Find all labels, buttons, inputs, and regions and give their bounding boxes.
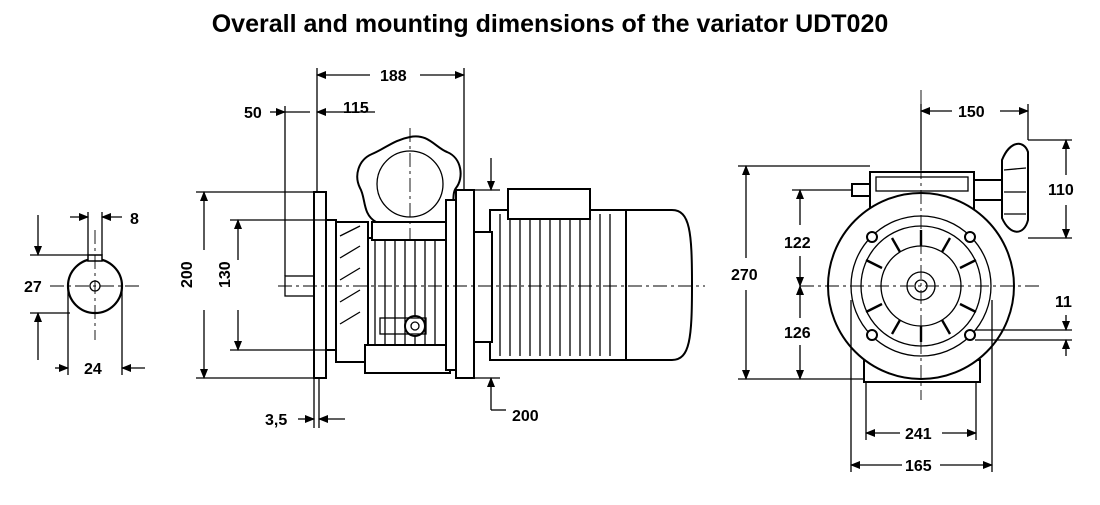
terminal-box bbox=[507, 188, 591, 220]
dim-gear-length: 115 bbox=[343, 100, 369, 117]
dim-overall-height: 270 bbox=[731, 267, 758, 284]
dim-handwheel-diameter: 110 bbox=[1048, 182, 1074, 199]
side-view: 188 50 115 200 130 3,5 200 bbox=[179, 68, 705, 429]
dim-flange-height: 200 bbox=[179, 261, 196, 288]
dim-lower-height: 126 bbox=[784, 325, 811, 342]
dim-shaft-diameter: 24 bbox=[84, 361, 102, 378]
dim-shaft-length: 50 bbox=[244, 105, 262, 122]
front-view: 150 110 270 122 126 11 241 bbox=[731, 90, 1074, 475]
variator-base bbox=[364, 344, 451, 374]
bolt-hole-tl bbox=[866, 231, 878, 243]
shaft-end-view: 8 27 24 bbox=[24, 211, 145, 378]
dim-bolt-hole: 11 bbox=[1055, 294, 1072, 311]
fan-cover bbox=[625, 209, 694, 361]
dim-variator-length: 188 bbox=[380, 68, 407, 85]
motor-flange bbox=[455, 189, 475, 379]
motor-flange-left bbox=[445, 199, 457, 371]
motor-adapter bbox=[473, 231, 493, 343]
bolt-hole-br bbox=[964, 329, 976, 341]
motor-fins bbox=[499, 214, 611, 356]
handwheel-shaft bbox=[973, 179, 1003, 201]
gear-housing bbox=[335, 221, 369, 363]
dim-upper-height: 122 bbox=[784, 235, 811, 252]
dim-spigot-depth: 3,5 bbox=[265, 412, 287, 429]
bolt-hole-bl bbox=[866, 329, 878, 341]
dim-shaft-height: 27 bbox=[24, 279, 42, 296]
diagram-title: Overall and mounting dimensions of the v… bbox=[211, 10, 889, 38]
dim-handwheel-offset: 150 bbox=[958, 104, 985, 121]
spigot bbox=[325, 219, 337, 351]
oil-plug bbox=[404, 315, 426, 337]
dim-shaft-key-width: 8 bbox=[130, 211, 139, 228]
dim-motor-flange: 200 bbox=[512, 408, 539, 425]
handwheel-side bbox=[1001, 142, 1029, 233]
dim-spigot-height: 130 bbox=[217, 261, 234, 288]
dim-bolt-circle: 241 bbox=[905, 426, 932, 443]
bolt-hole-tr bbox=[964, 231, 976, 243]
dim-pilot-diameter: 165 bbox=[905, 458, 932, 475]
top-housing-stub bbox=[851, 183, 871, 197]
